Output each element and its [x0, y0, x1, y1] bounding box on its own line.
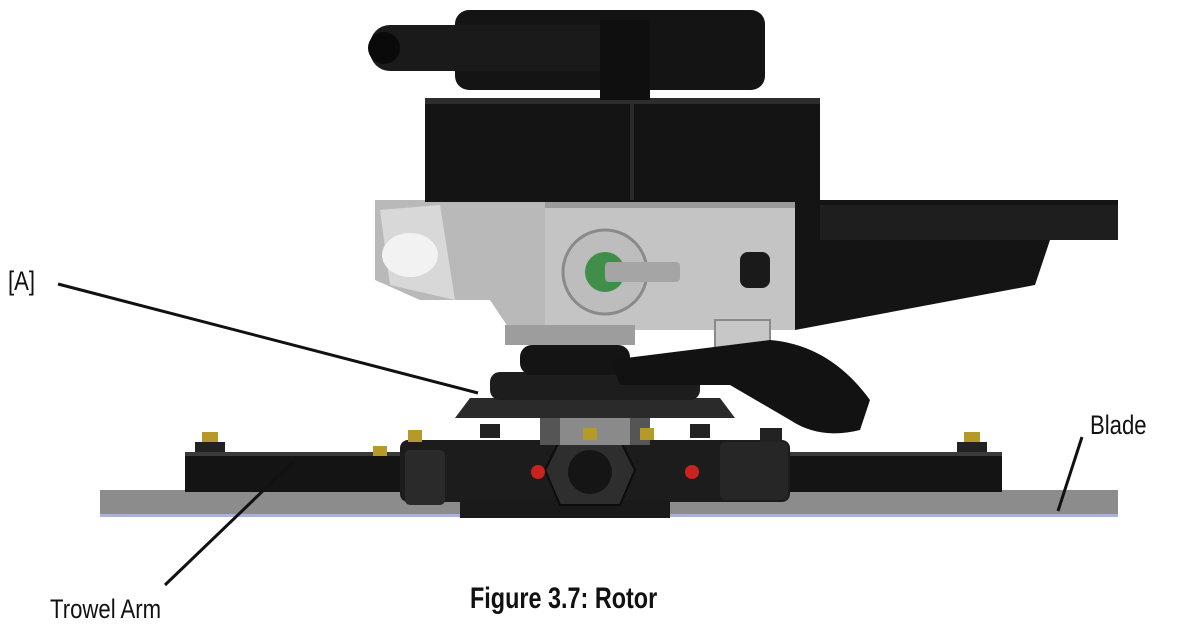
leader-lines: [57, 282, 1084, 587]
pitch-linkage: [610, 340, 870, 434]
gearbox-housing: [375, 200, 795, 386]
figure-caption: Figure 3.7: Rotor: [470, 582, 658, 615]
trowel-arm: [185, 452, 1002, 492]
leader-line-trowel-arm: [163, 460, 295, 587]
label-trowel-arm: Trowel Arm: [50, 594, 162, 624]
label-a: [A]: [8, 266, 36, 296]
leader-line-blade: [1056, 436, 1084, 512]
gearbox-top: [425, 98, 1118, 330]
label-blade: Blade: [1090, 410, 1147, 440]
control-handle: [368, 10, 765, 100]
bolt-heads-dark: [195, 424, 987, 452]
leader-line-a: [57, 282, 479, 395]
